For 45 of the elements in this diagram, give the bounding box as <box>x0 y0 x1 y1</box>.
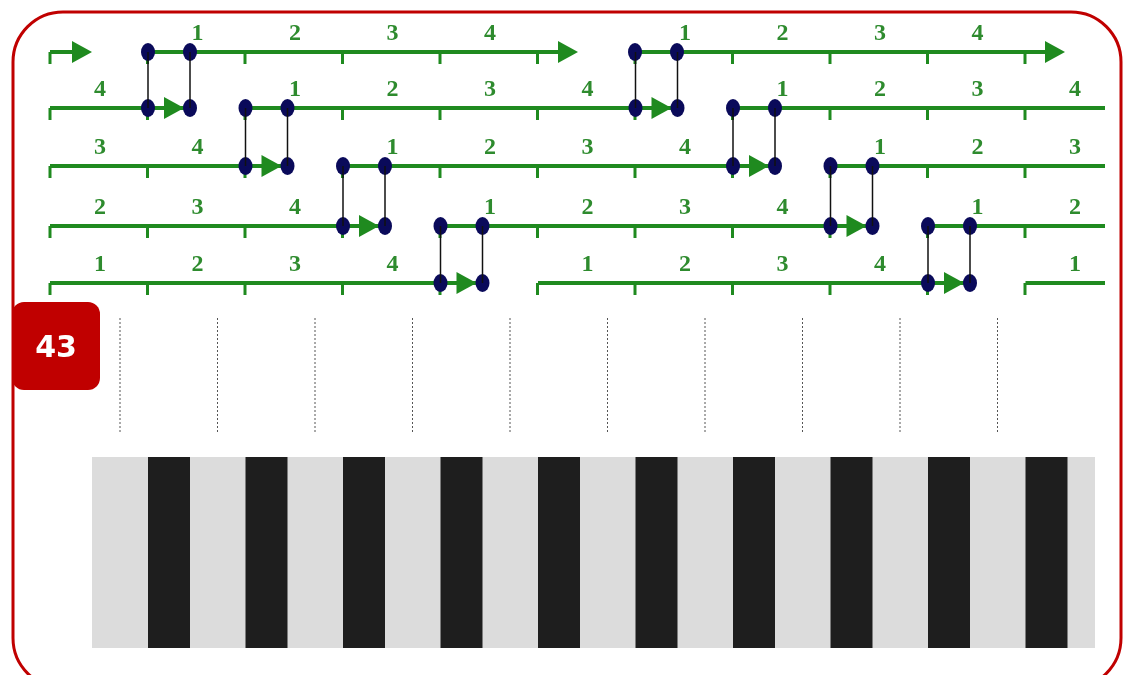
cycle-number: 2 <box>94 194 106 218</box>
cycle-number: 3 <box>191 194 204 218</box>
cycle-number: 1 <box>679 20 691 44</box>
cycle-number: 4 <box>94 76 106 100</box>
cycle-number: 3 <box>581 134 594 158</box>
cycle-number: 1 <box>289 76 301 100</box>
cycle-number: 4 <box>386 251 399 275</box>
cycle-number: 3 <box>484 76 496 100</box>
cycle-number: 4 <box>1069 76 1081 100</box>
cycle-number: 1 <box>191 20 204 44</box>
cycle-number: 1 <box>776 76 789 100</box>
cycle-number: 4 <box>289 194 301 218</box>
cycle-number: 4 <box>776 194 789 218</box>
cycle-number: 2 <box>289 20 301 44</box>
cycle-number: 3 <box>679 194 691 218</box>
cycle-number: 2 <box>971 134 984 158</box>
cycle-number: 3 <box>776 251 789 275</box>
cycle-number: 1 <box>1069 251 1081 275</box>
cycle-number: 4 <box>679 134 691 158</box>
cycle-number: 2 <box>484 134 496 158</box>
cycle-number: 3 <box>874 20 886 44</box>
cycle-number: 3 <box>1069 134 1081 158</box>
cycle-number: 2 <box>776 20 789 44</box>
cycle-number: 1 <box>874 134 886 158</box>
cycle-number: 3 <box>386 20 399 44</box>
cycle-number: 2 <box>874 76 886 100</box>
cycle-number: 4 <box>874 251 886 275</box>
cycle-number: 3 <box>289 251 301 275</box>
cycle-number: 4 <box>191 134 204 158</box>
cycle-number: 2 <box>581 194 594 218</box>
cycle-number: 3 <box>971 76 984 100</box>
cycle-number: 1 <box>386 134 399 158</box>
cycle-number: 4 <box>581 76 594 100</box>
cycle-number: 1 <box>94 251 106 275</box>
cycle-number: 1 <box>581 251 594 275</box>
cycle-number: 1 <box>484 194 496 218</box>
cycle-number: 2 <box>679 251 691 275</box>
cycle-number: 2 <box>386 76 399 100</box>
cycle-number: 2 <box>191 251 204 275</box>
cycle-number: 4 <box>971 20 984 44</box>
cycle-number: 3 <box>94 134 106 158</box>
cycle-number: 2 <box>1069 194 1081 218</box>
cycle-number: 1 <box>971 194 984 218</box>
page-number-badge: 43 <box>12 302 100 390</box>
cycle-number: 4 <box>484 20 496 44</box>
